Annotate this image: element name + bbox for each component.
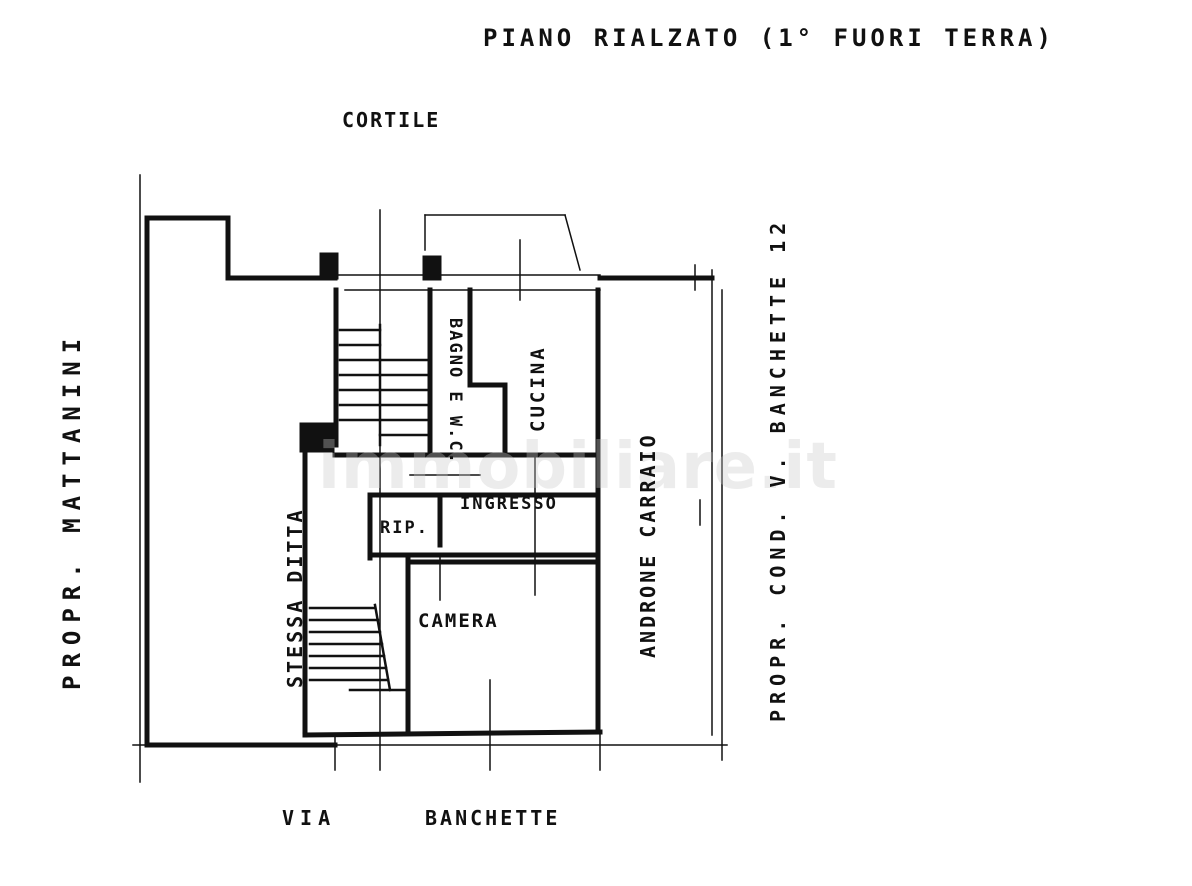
room-driveway: ANDRONE CARRAIO — [636, 432, 660, 658]
label-street-via: VIA — [282, 806, 337, 830]
room-kitchen: CUCINA — [527, 345, 549, 432]
label-street-name: BANCHETTE — [425, 806, 561, 830]
label-west-neighbor: PROPR. MATTANINI — [58, 330, 86, 690]
room-bathroom: BAGNO E W.C. — [445, 318, 465, 465]
room-storage: RIP. — [380, 518, 429, 538]
room-entrance: INGRESSO — [460, 494, 558, 514]
stair-lower — [308, 603, 407, 692]
watermark: immobiliare.it — [318, 430, 838, 504]
label-stair-side: STESSA DITTA — [283, 507, 307, 689]
room-bedroom: CAMERA — [418, 610, 499, 632]
plan-title: PIANO RIALZATO (1° FUORI TERRA) — [483, 24, 1055, 52]
label-north-courtyard: CORTILE — [342, 108, 441, 132]
walls — [144, 215, 715, 748]
stair-upper — [338, 323, 430, 447]
label-east-neighbor: PROPR. COND. V. BANCHETTE 12 — [766, 216, 790, 722]
